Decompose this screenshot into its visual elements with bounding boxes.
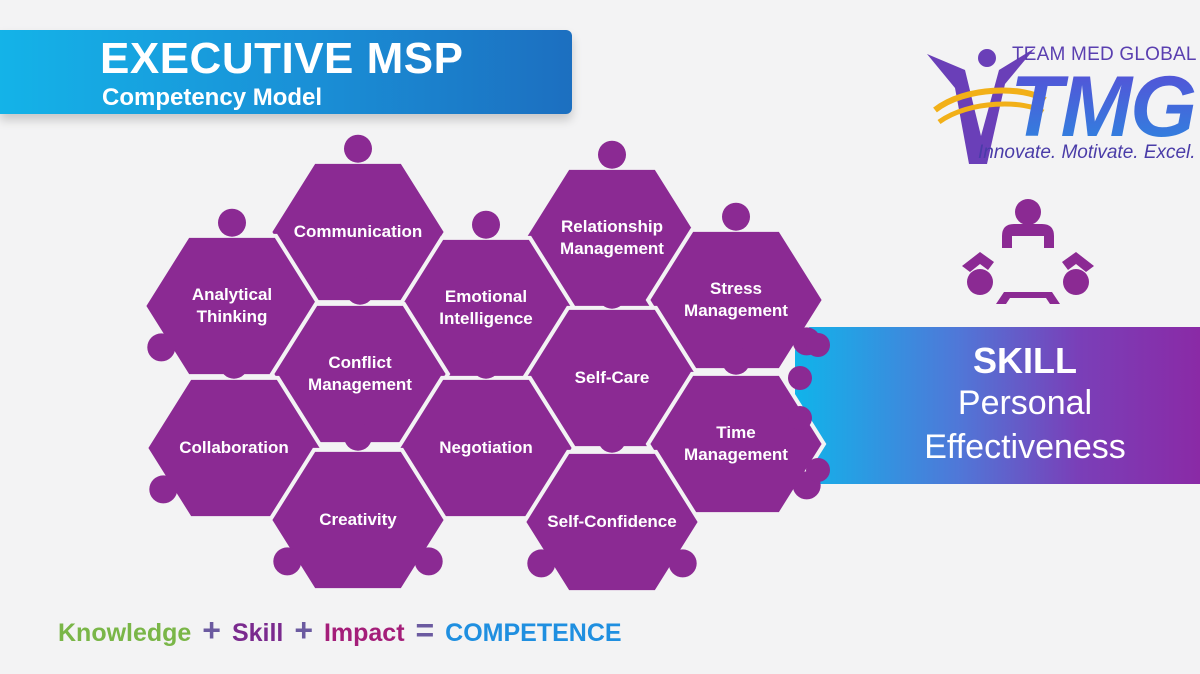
formula-plus-sign: + [202, 612, 221, 648]
puzzle-knob [273, 547, 302, 576]
competence-formula: Knowledge + Skill + Impact = COMPETENCE [58, 612, 626, 649]
puzzle-knob [218, 208, 246, 237]
piece-label-line: Thinking [196, 307, 268, 326]
formula-plus-sign: + [294, 612, 313, 648]
puzzle-knob [346, 276, 374, 305]
page-subtitle: Competency Model [102, 84, 323, 111]
category-subtitle-line2: Effectiveness [924, 428, 1126, 466]
piece-label-line: Collaboration [179, 438, 289, 457]
puzzle-knob [598, 140, 626, 169]
puzzle-knob [147, 333, 176, 362]
puzzle-knob [344, 134, 372, 163]
puzzle-knob [668, 549, 697, 578]
piece-label-line: Management [308, 375, 412, 394]
logo-brand-text: TEAM MED GLOBAL [1012, 44, 1197, 65]
puzzle-piece-creativity [267, 447, 449, 593]
piece-label-line: Management [560, 239, 664, 258]
piece-label-line: Emotional [444, 287, 528, 306]
piece-label-communication: Communication [294, 221, 422, 243]
piece-label-collaboration: Collaboration [179, 437, 289, 459]
page-title: EXECUTIVE MSP [100, 34, 464, 83]
puzzle-knob [806, 458, 830, 482]
piece-label-line: Intelligence [439, 309, 533, 328]
piece-label-negotiation: Negotiation [439, 437, 533, 459]
piece-label-line: Communication [293, 222, 423, 241]
piece-label-line: Creativity [319, 510, 397, 529]
puzzle-piece-time-management [645, 371, 827, 517]
puzzle-knob [788, 366, 812, 390]
puzzle-piece-stress-management [645, 227, 827, 373]
piece-label-line: Analytical [191, 285, 273, 304]
puzzle-knob [414, 547, 443, 576]
puzzle-knob [344, 422, 372, 451]
people-group-icon [962, 199, 1094, 304]
formula-equals-sign: = [415, 612, 435, 648]
piece-label-line: Conflict [328, 353, 392, 372]
piece-label-line: Self-Care [574, 368, 650, 387]
puzzle-piece-self-confidence [521, 449, 703, 595]
piece-label-line: Negotiation [439, 438, 533, 457]
puzzle-knob [220, 350, 248, 379]
piece-label-line: Self-Confidence [547, 512, 677, 531]
formula-skill: Skill [231, 619, 284, 647]
puzzle-knob [527, 549, 556, 578]
puzzle-knob [598, 424, 626, 453]
piece-label-creativity: Creativity [319, 509, 396, 531]
logo-mark: TMG [1010, 59, 1197, 155]
piece-label-self-confidence: Self-Confidence [547, 511, 676, 533]
puzzle-knob [598, 280, 626, 309]
formula-knowledge: Knowledge [58, 619, 192, 647]
puzzle-knob [722, 202, 750, 231]
piece-label-line: Relationship [560, 217, 664, 236]
piece-label-line: Management [684, 301, 788, 320]
category-subtitle-line1: Personal [957, 384, 1093, 422]
category-title: SKILL [973, 340, 1077, 381]
puzzle-knob [806, 333, 830, 357]
skill-category-banner [795, 327, 1200, 484]
puzzle-knob [788, 406, 812, 430]
formula-impact: Impact [323, 619, 405, 647]
puzzle-knob [722, 346, 750, 375]
formula-competence: COMPETENCE [445, 619, 622, 647]
logo-tagline: Innovate. Motivate. Excel. [978, 142, 1196, 163]
puzzle-knob [149, 475, 178, 504]
piece-label-line: Management [684, 445, 788, 464]
puzzle-knob [472, 210, 500, 239]
piece-label-self-care: Self-Care [575, 367, 650, 389]
piece-label-line: Stress [710, 279, 762, 298]
piece-label-line: Time [716, 423, 756, 442]
puzzle-knob [472, 350, 500, 379]
leaping-figure-icon [927, 48, 1047, 164]
title-banner: EXECUTIVE MSP Competency Model [0, 30, 572, 114]
